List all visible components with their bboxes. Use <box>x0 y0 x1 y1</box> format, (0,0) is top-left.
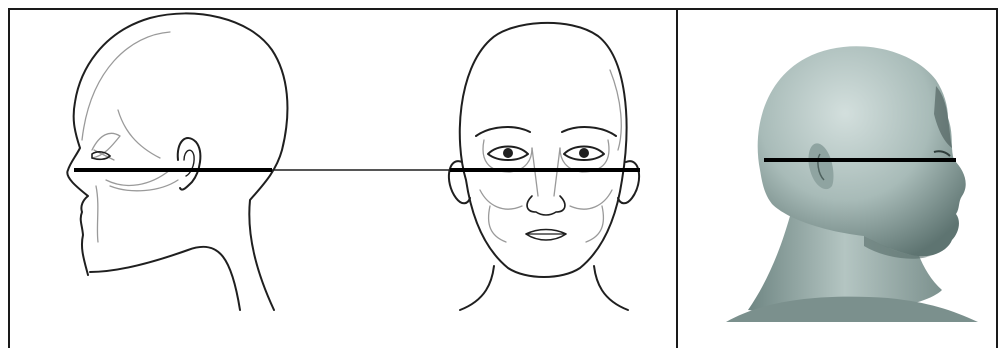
profile-neck-front <box>90 247 240 310</box>
profile-ear-inner <box>184 150 194 176</box>
frontal-brow-left <box>476 127 530 136</box>
profile-ear <box>178 138 201 190</box>
scan-panel <box>678 10 996 338</box>
frontal-neck-left <box>460 266 494 310</box>
frontal-pupils <box>503 148 589 158</box>
frontal-mouth <box>526 230 566 241</box>
frontal-head-outline <box>460 23 627 277</box>
frontal-nose <box>527 196 565 215</box>
frontal-head-drawing <box>449 23 639 310</box>
frontal-neck-right <box>594 266 628 310</box>
scan-svg <box>678 10 996 338</box>
line-drawing-svg <box>10 10 676 338</box>
profile-head-outline <box>67 13 287 310</box>
profile-inner-contours <box>82 32 178 242</box>
frontal-brow-right <box>562 127 616 136</box>
profile-head-drawing <box>67 13 287 310</box>
line-drawing-panel <box>10 10 676 338</box>
